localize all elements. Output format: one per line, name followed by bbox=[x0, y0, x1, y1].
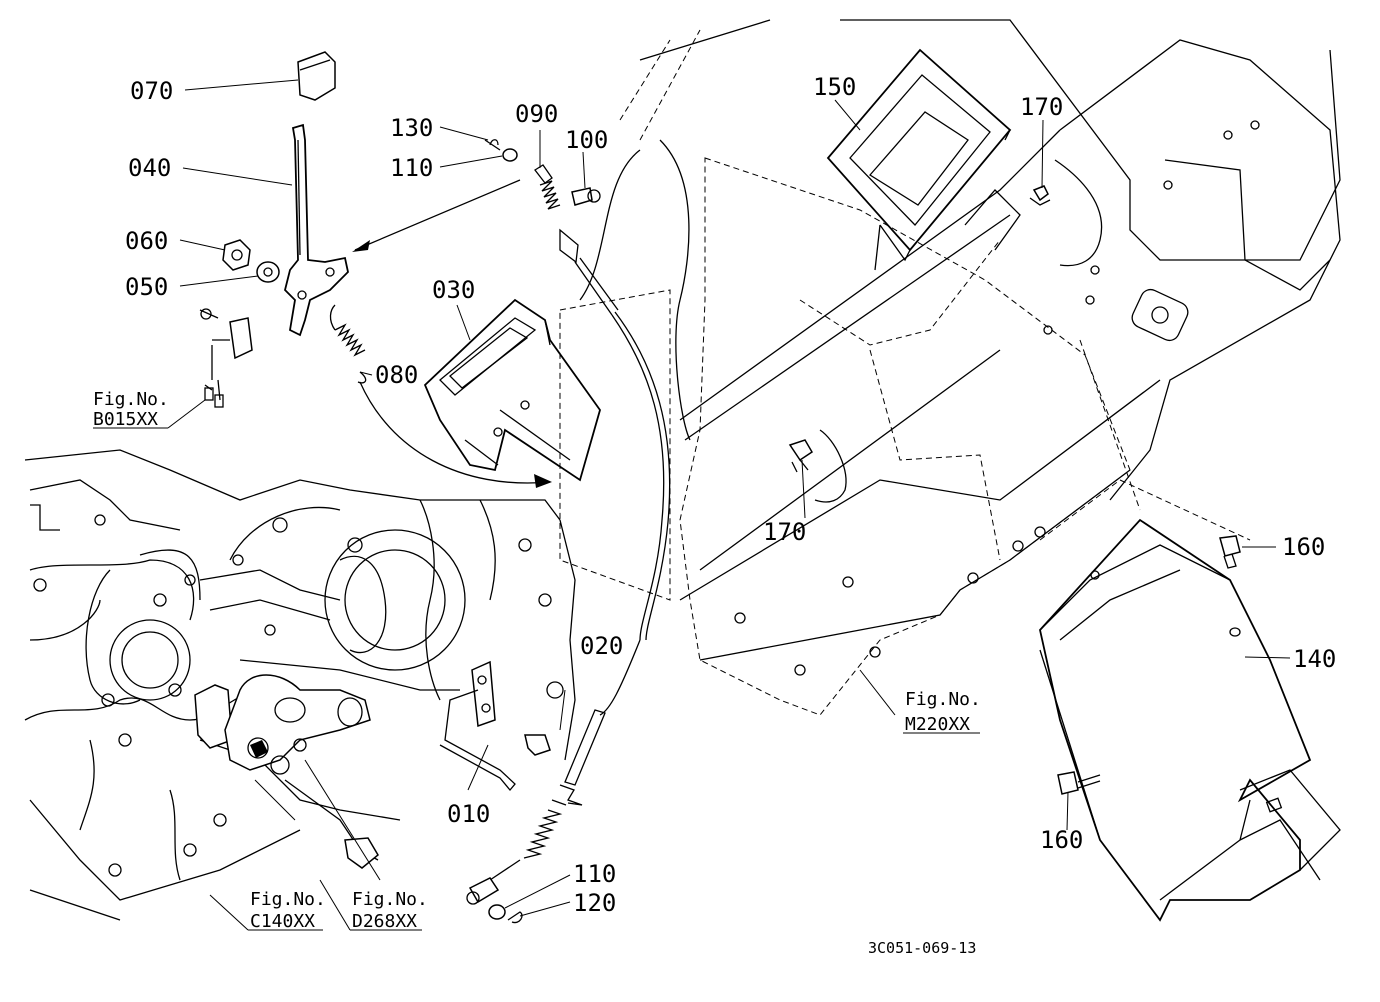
callout-030: 030 bbox=[432, 276, 475, 304]
leader-lines bbox=[93, 79, 1291, 931]
bolt-170-lower bbox=[788, 429, 847, 503]
callout-160-upper: 160 bbox=[1282, 533, 1325, 561]
governor-assembly bbox=[194, 674, 379, 869]
spring-080 bbox=[329, 304, 367, 384]
fig-ref-c140-code: C140XX bbox=[250, 911, 315, 932]
callout-160-lower: 160 bbox=[1040, 826, 1083, 854]
lever-040 bbox=[284, 51, 349, 337]
callout-110-lower: 110 bbox=[573, 860, 616, 888]
bolt-170-upper bbox=[1029, 159, 1103, 267]
throttle-cable-upper bbox=[484, 139, 671, 641]
callout-110-upper: 110 bbox=[390, 154, 433, 182]
callout-070: 070 bbox=[130, 77, 173, 105]
throttle-cable-lower bbox=[466, 639, 641, 924]
callout-040: 040 bbox=[128, 154, 171, 182]
bracket-030 bbox=[423, 298, 601, 482]
washer-050 bbox=[256, 261, 280, 283]
fig-ref-b015-code: B015XX bbox=[93, 409, 158, 430]
figure-references: Fig.No. B015XX Fig.No. M220XX Fig.No. C1… bbox=[93, 389, 981, 932]
bolt-160-lower bbox=[1057, 771, 1101, 795]
switch-b015 bbox=[199, 308, 253, 408]
callout-170-upper: 170 bbox=[1020, 93, 1063, 121]
fig-ref-m220-label: Fig.No. bbox=[905, 689, 981, 710]
callout-170-lower: 170 bbox=[763, 518, 806, 546]
bolt-160-upper bbox=[1219, 535, 1241, 569]
callout-130: 130 bbox=[390, 114, 433, 142]
tray-150 bbox=[826, 48, 1021, 271]
fig-ref-d268-label: Fig.No. bbox=[352, 889, 428, 910]
callouts: 070 040 060 050 130 110 090 100 030 080 … bbox=[125, 73, 1336, 917]
callout-140: 140 bbox=[1293, 645, 1336, 673]
link-rod-010 bbox=[439, 660, 551, 792]
callout-150: 150 bbox=[813, 73, 856, 101]
fig-ref-m220-code: M220XX bbox=[905, 714, 970, 735]
frame-phantom-lines bbox=[559, 19, 1341, 716]
fig-ref-c140-label: Fig.No. bbox=[250, 889, 326, 910]
drawing-code: 3C051-069-13 bbox=[868, 939, 976, 957]
fig-ref-b015-label: Fig.No. bbox=[93, 389, 169, 410]
callout-080: 080 bbox=[375, 361, 418, 389]
callout-010: 010 bbox=[447, 800, 490, 828]
callout-020: 020 bbox=[580, 632, 623, 660]
connection-arrow bbox=[352, 179, 552, 488]
callout-050: 050 bbox=[125, 273, 168, 301]
fig-ref-d268-code: D268XX bbox=[352, 911, 417, 932]
callout-060: 060 bbox=[125, 227, 168, 255]
cover-panel-140 bbox=[1039, 518, 1341, 922]
callout-100: 100 bbox=[565, 126, 608, 154]
callout-090: 090 bbox=[515, 100, 558, 128]
callout-120: 120 bbox=[573, 889, 616, 917]
engine-block bbox=[24, 449, 576, 921]
frame-holes bbox=[734, 120, 1260, 676]
nut-060 bbox=[222, 239, 251, 271]
